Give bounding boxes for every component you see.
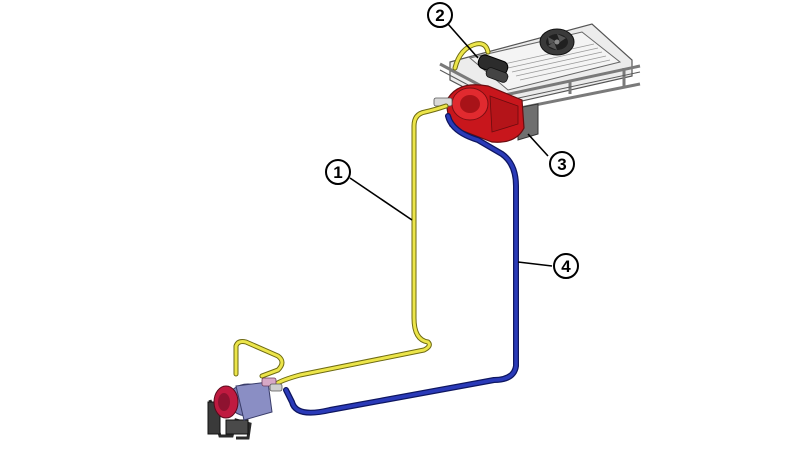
leader-line-1 xyxy=(349,177,413,221)
roof-unit xyxy=(433,23,641,143)
callout-4: 4 xyxy=(553,253,579,279)
receiver-drier xyxy=(477,54,509,83)
callout-1-label: 1 xyxy=(333,163,342,182)
suction-line-hose xyxy=(283,113,519,416)
leader-line-2 xyxy=(447,23,479,59)
evaporator-housing xyxy=(433,84,525,143)
callout-3: 3 xyxy=(549,151,575,177)
callout-3-label: 3 xyxy=(557,155,566,174)
callout-4-label: 4 xyxy=(561,257,571,276)
compressor xyxy=(207,377,283,440)
callout-2: 2 xyxy=(427,2,453,28)
leader-line-3 xyxy=(527,133,549,157)
callout-1: 1 xyxy=(325,159,351,185)
callout-2-label: 2 xyxy=(435,6,444,25)
leader-line-4 xyxy=(517,261,553,267)
fan-icon xyxy=(539,28,575,56)
liquid-line-hose xyxy=(233,41,491,387)
